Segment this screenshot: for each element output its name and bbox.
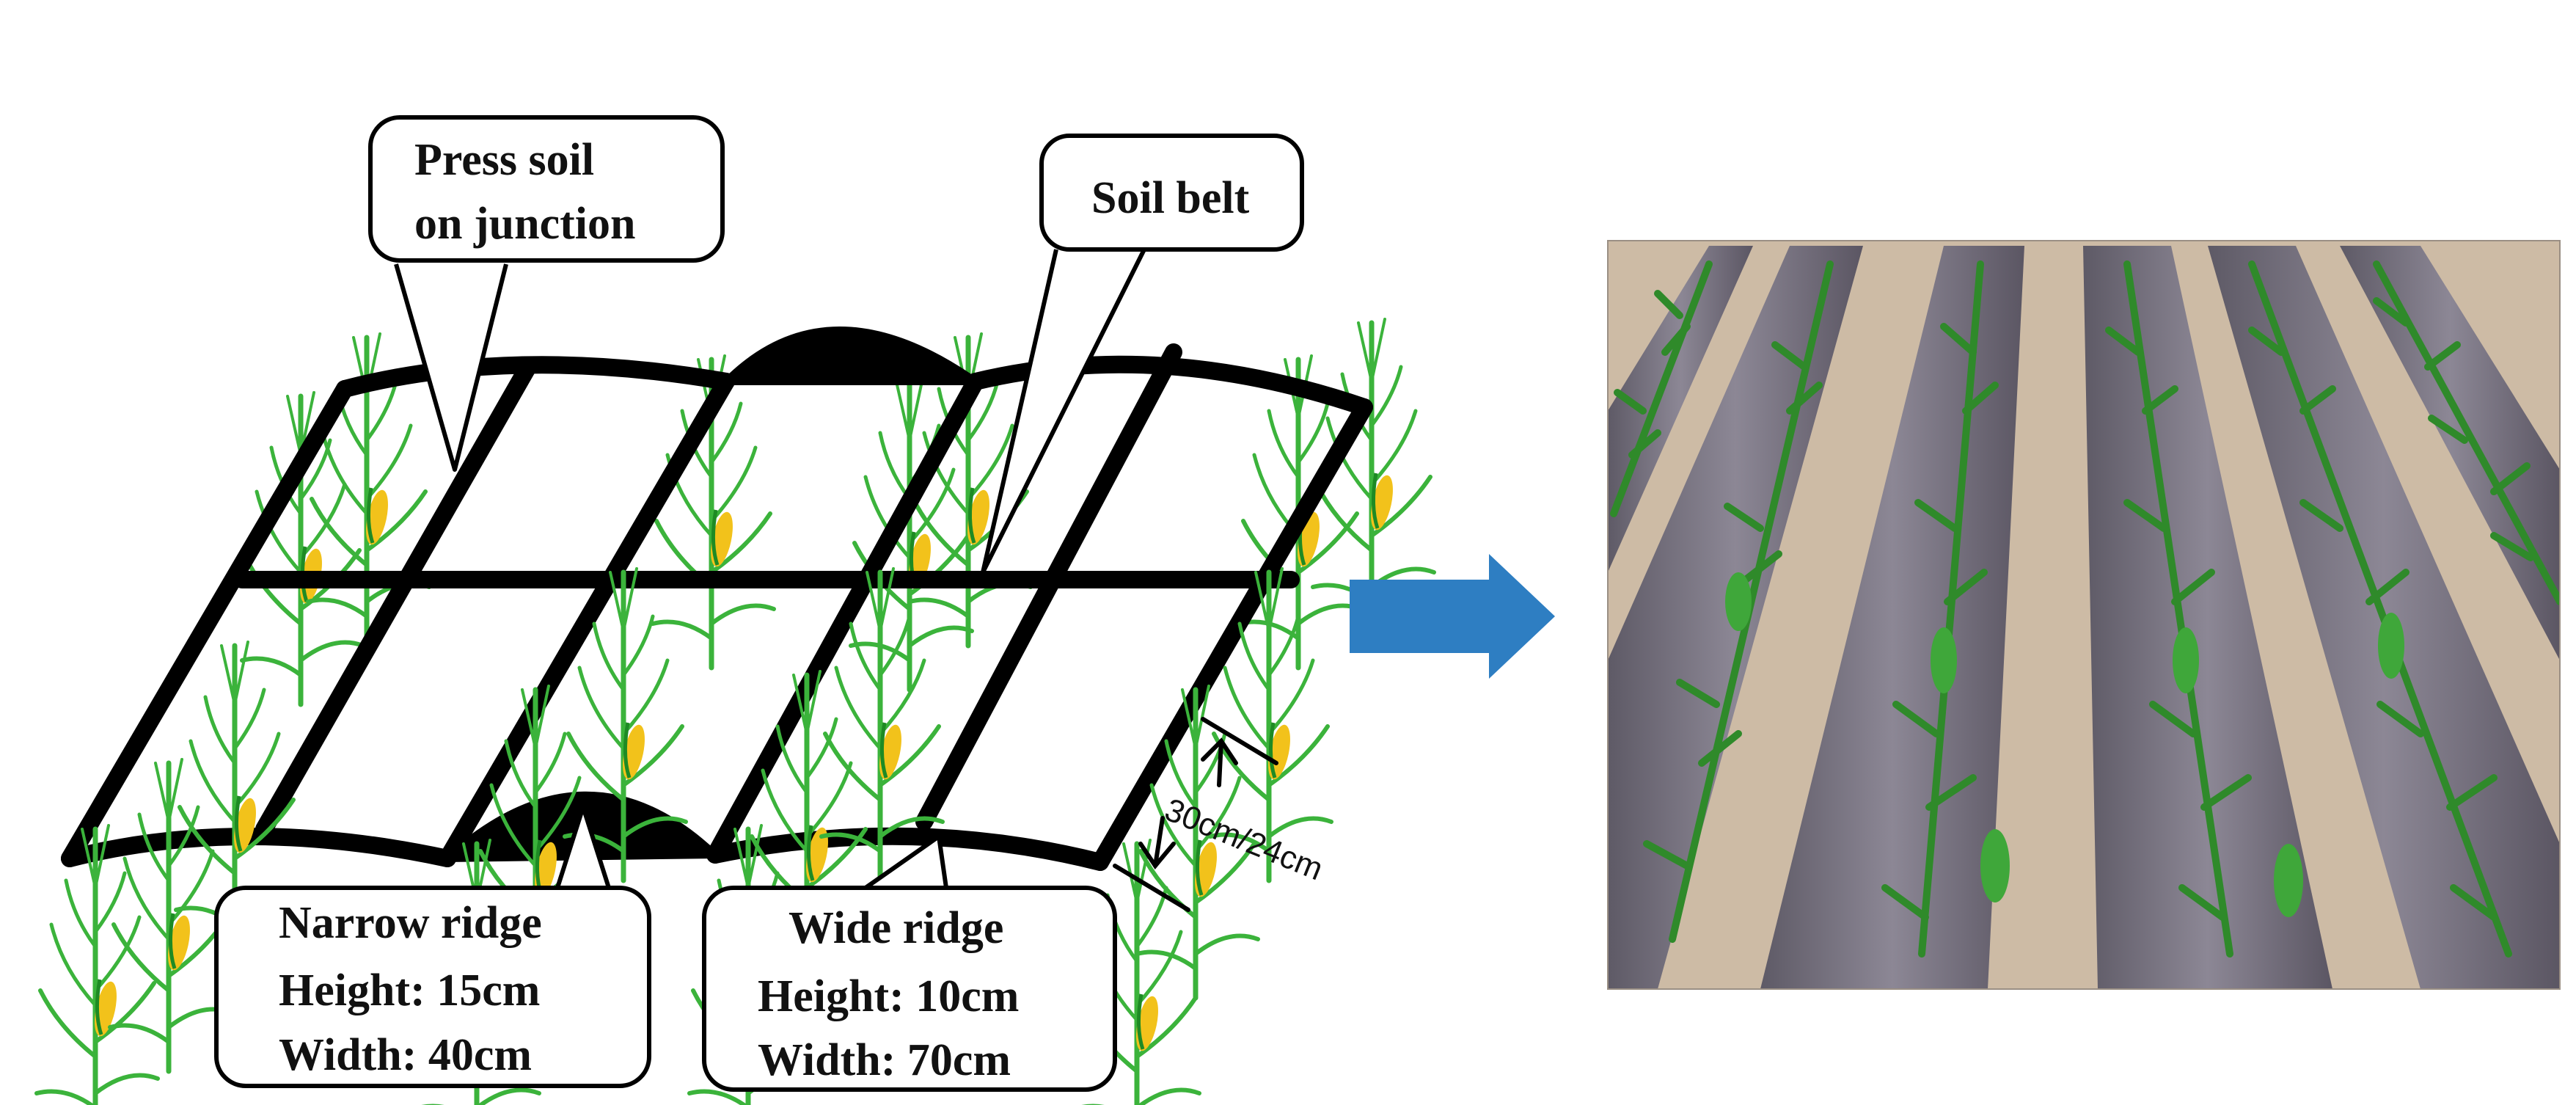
- dimension-indicator: [1113, 717, 1278, 912]
- right-arrow-icon: [1350, 554, 1555, 679]
- callout-soil-belt: Soil belt: [981, 134, 1304, 575]
- film-ridges: [61, 327, 1373, 871]
- callout-press-soil-line1: Press soil: [414, 135, 594, 185]
- callout-narrow-ridge-width: Width: 40cm: [279, 1030, 532, 1080]
- callout-soil-belt-text: Soil belt: [1091, 173, 1250, 223]
- callout-wide-ridge-title: Wide ridge: [788, 903, 1003, 953]
- maize-plant-icon: [110, 759, 231, 1071]
- callout-narrow-ridge-height: Height: 15cm: [279, 966, 540, 1015]
- callout-press-soil-line2: on junction: [414, 199, 635, 249]
- dimension-label: 30cm/24cm: [1160, 792, 1328, 888]
- callout-wide-ridge-width: Width: 70cm: [758, 1035, 1011, 1085]
- ridge-furrow-schematic: Press soil on junction Soil belt Narrow …: [37, 115, 1434, 1105]
- callout-wide-ridge: Wide ridge Height: 10cm Width: 70cm: [702, 834, 1117, 1092]
- field-photo: [1607, 240, 2561, 990]
- callout-narrow-ridge-title: Narrow ridge: [279, 898, 542, 948]
- callout-press-soil: Press soil on junction: [368, 115, 725, 472]
- callout-wide-ridge-height: Height: 10cm: [758, 971, 1019, 1021]
- callout-narrow-ridge: Narrow ridge Height: 15cm Width: 40cm: [214, 805, 651, 1088]
